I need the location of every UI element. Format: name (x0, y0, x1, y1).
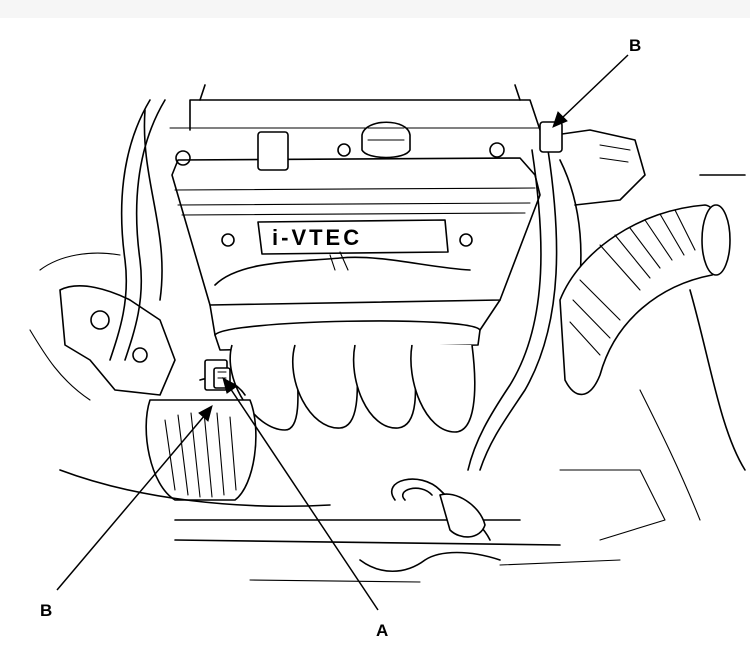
intake-manifold (209, 251, 501, 433)
right-fender (639, 174, 746, 521)
leader-b-left (56, 414, 206, 591)
leader-lines (56, 54, 629, 611)
arrowhead-a (222, 376, 238, 394)
callout-b-top: B (629, 36, 642, 55)
arrowhead-b-left (198, 405, 213, 422)
left-bracketry (29, 252, 176, 401)
leader-b-top (561, 54, 629, 119)
firewall-lines (169, 84, 561, 131)
vtec-badge-text: i-VTEC (272, 225, 363, 250)
callout-a: A (376, 621, 389, 640)
left-hoses (109, 99, 166, 361)
arrowhead-b-top (552, 111, 568, 128)
intake-duct (559, 204, 731, 396)
leader-a (229, 387, 379, 611)
lower-structure (59, 469, 666, 583)
callout-b-left: B (40, 601, 53, 620)
